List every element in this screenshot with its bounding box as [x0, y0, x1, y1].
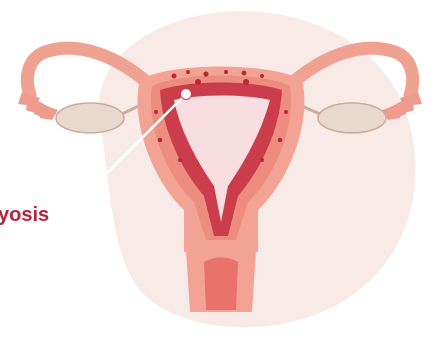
left-ovary — [56, 103, 124, 133]
adenomyosis-label: yosis — [0, 203, 49, 227]
right-ovary — [318, 103, 386, 133]
callout-marker — [181, 89, 192, 100]
left-fimbriae — [18, 92, 58, 120]
vaginal-canal — [204, 258, 238, 311]
